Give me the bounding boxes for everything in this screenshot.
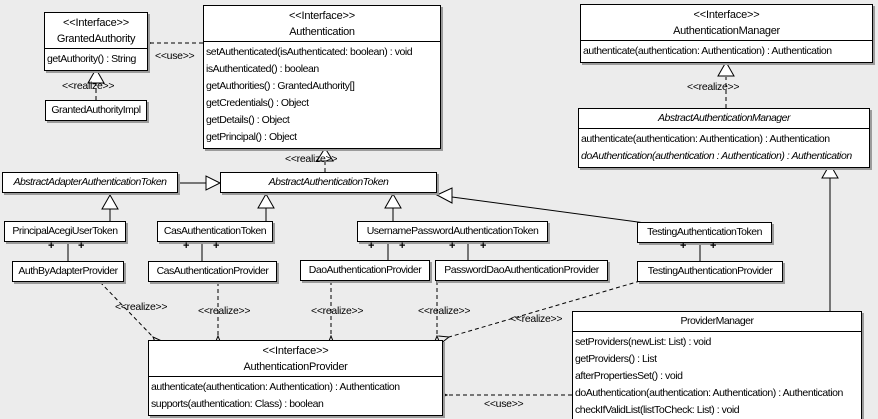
class-name: GrantedAuthorityImpl	[51, 104, 141, 116]
multiplicity-plus: +	[368, 240, 375, 252]
class-auth-by-adapter-provider[interactable]: AuthByAdapterProvider	[12, 261, 124, 282]
method-label: getDetails() : Object	[206, 114, 290, 126]
multiplicity-plus: +	[680, 240, 687, 252]
class-name: CasAuthenticationProvider	[156, 265, 269, 277]
triangle-adapter-token	[205, 175, 222, 191]
multiplicity-plus: +	[480, 240, 487, 252]
class-name: PrincipalAcegiUserToken	[12, 225, 118, 237]
edge-realize-testing-provider	[449, 280, 641, 337]
class-cas-authentication-provider[interactable]: CasAuthenticationProvider	[148, 261, 277, 282]
method-label: getProviders() : List	[575, 353, 657, 365]
class-cas-authentication-token[interactable]: CasAuthenticationToken	[157, 221, 273, 242]
method-label: authenticate(authentication: Authenticat…	[583, 45, 832, 57]
multiplicity-plus: +	[399, 240, 406, 252]
class-name: ProviderManager	[680, 315, 754, 327]
multiplicity-plus: +	[213, 240, 220, 252]
triangle-abstract-token	[316, 147, 334, 162]
class-granted-authority-impl[interactable]: GrantedAuthorityImpl	[45, 100, 147, 121]
class-principal-acegi-user-token[interactable]: PrincipalAcegiUserToken	[4, 221, 126, 242]
class-name: CasAuthenticationToken	[163, 225, 267, 237]
triangle-provider-manager	[821, 162, 839, 179]
class-authentication-provider[interactable]: <<Interface>> AuthenticationProvider aut…	[148, 340, 443, 416]
multiplicity-plus: +	[78, 240, 85, 252]
method-label: getCredentials() : Object	[206, 97, 309, 109]
class-name: UsernamePasswordAuthenticationToken	[366, 225, 539, 237]
method-label: setProviders(newList: List) : void	[575, 336, 711, 348]
stereotype-label: <<Interface>>	[289, 10, 355, 22]
class-abstract-authentication-token[interactable]: AbstractAuthenticationToken	[220, 172, 437, 193]
class-name: AbstractAuthenticationToken	[268, 176, 389, 188]
class-password-dao-authentication-provider[interactable]: PasswordDaoAuthenticationProvider	[435, 260, 608, 281]
class-name: PasswordDaoAuthenticationProvider	[444, 264, 599, 276]
class-testing-authentication-provider[interactable]: TestingAuthenticationProvider	[637, 261, 783, 282]
stereotype-label: <<Interface>>	[693, 9, 760, 21]
stereotype-label: <<Interface>>	[63, 17, 129, 29]
class-name: TestingAuthenticationProvider	[647, 265, 773, 277]
edge-generalization-testing-token	[451, 196, 646, 224]
class-name: Authentication	[289, 26, 355, 38]
method-label: checkIfValidList(listToCheck: List) : vo…	[575, 404, 740, 416]
triangle-abstract-manager	[717, 60, 735, 77]
stereotype-label: <<Interface>>	[262, 345, 329, 357]
class-name: AbstractAdapterAuthenticationToken	[13, 176, 167, 188]
class-name: TestingAuthenticationToken	[647, 226, 762, 238]
class-name: AuthenticationProvider	[243, 361, 348, 373]
realize-label: <<realize>>	[62, 80, 115, 92]
realize-label: <<realize>>	[198, 305, 251, 317]
method-label: doAuthentication(authentication: Authent…	[575, 387, 843, 399]
method-label: authenticate(authentication: Authenticat…	[581, 133, 830, 145]
realize-label: <<realize>>	[285, 153, 338, 165]
class-name: AuthByAdapterProvider	[18, 265, 118, 277]
realize-label: <<realize>>	[115, 301, 168, 313]
class-dao-authentication-provider[interactable]: DaoAuthenticationProvider	[300, 260, 430, 281]
multiplicity-plus: +	[48, 240, 55, 252]
class-testing-authentication-token[interactable]: TestingAuthenticationToken	[637, 222, 772, 243]
class-provider-manager[interactable]: ProviderManager setProviders(newList: Li…	[572, 311, 862, 419]
edge-realize-authbyadapter-provider	[99, 281, 153, 337]
method-label: authenticate(authentication: Authenticat…	[151, 381, 400, 393]
triangle-cas-token	[257, 192, 275, 209]
method-label: setAuthenticated(isAuthenticated: boolea…	[206, 46, 413, 58]
triangle-usernamepassword-token	[384, 192, 402, 209]
realize-label: <<realize>>	[418, 305, 471, 317]
class-name: GrantedAuthority	[56, 33, 136, 45]
realize-label: <<realize>>	[311, 305, 364, 317]
triangle-grantedauthorityimpl	[87, 67, 105, 84]
method-label: afterPropertiesSet() : void	[575, 370, 683, 382]
class-name: DaoAuthenticationProvider	[308, 264, 422, 276]
class-granted-authority[interactable]: <<Interface>> GrantedAuthority getAuthor…	[44, 12, 148, 71]
realize-label: <<realize>>	[687, 81, 740, 93]
class-username-password-authentication-token[interactable]: UsernamePasswordAuthenticationToken	[357, 221, 548, 242]
class-authentication[interactable]: <<Interface>> Authentication setAuthenti…	[203, 5, 441, 149]
multiplicity-plus: +	[710, 240, 717, 252]
method-label: getPrincipal() : Object	[206, 131, 297, 143]
method-label: doAuthentication(authentication : Authen…	[581, 150, 852, 162]
multiplicity-plus: +	[183, 240, 190, 252]
class-abstract-adapter-authentication-token[interactable]: AbstractAdapterAuthenticationToken	[2, 172, 178, 193]
realize-label: <<realize>>	[510, 313, 563, 325]
class-abstract-authentication-manager[interactable]: AbstractAuthenticationManager authentica…	[578, 108, 870, 168]
class-name: AuthenticationManager	[673, 25, 780, 37]
triangle-testing-token	[435, 187, 453, 204]
class-name: AbstractAuthenticationManager	[657, 112, 791, 124]
method-label: getAuthority() : String	[47, 53, 136, 65]
use-label: <<use>>	[155, 50, 195, 62]
method-label: getAuthorities() : GrantedAuthority[]	[206, 80, 355, 92]
use-label: <<use>>	[484, 398, 524, 410]
class-authentication-manager[interactable]: <<Interface>> AuthenticationManager auth…	[580, 4, 873, 63]
multiplicity-plus: +	[449, 240, 456, 252]
method-label: isAuthenticated() : boolean	[206, 63, 319, 75]
method-label: supports(authentication: Class) : boolea…	[151, 398, 324, 410]
triangle-principal-token	[101, 193, 119, 210]
